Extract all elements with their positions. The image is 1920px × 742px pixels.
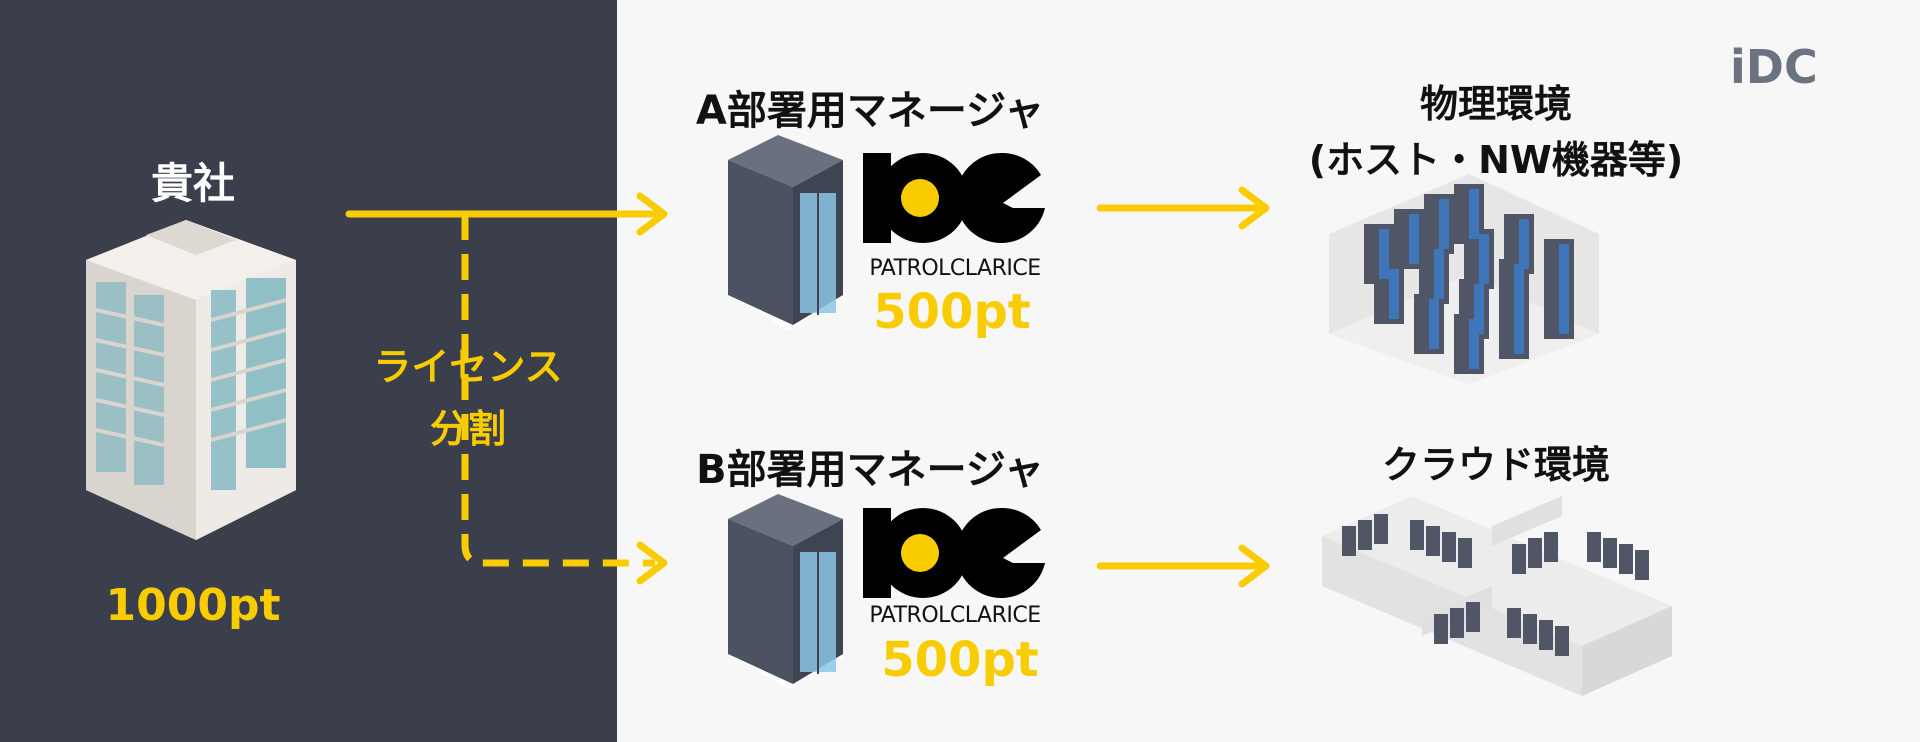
cloud-datacenter-icon [1322, 496, 1672, 696]
physical-env-title-line-1: 物理環境 [1419, 82, 1572, 126]
cloud-env-title: クラウド環境 [1381, 443, 1610, 487]
manager-a-points: 500pt [873, 284, 1031, 340]
idc-label: iDC [1730, 40, 1818, 94]
company-label: 貴社 [150, 159, 235, 208]
arrow-to-physical [1096, 186, 1270, 230]
patrolclarice-logo [863, 507, 1045, 598]
company-points: 1000pt [105, 580, 281, 631]
physical-env-title: 物理環境 (ホスト・NW機器等) [1280, 76, 1712, 188]
server-rack-icon [728, 135, 848, 330]
server-rack-icon [728, 494, 848, 689]
manager-b-points: 500pt [881, 632, 1039, 688]
license-split-label: ライセンス 分割 [368, 336, 568, 460]
manager-b-title: B部署用マネージャ [696, 447, 1044, 493]
manager-a-title: A部署用マネージャ [695, 88, 1045, 134]
patrolclarice-logo [863, 152, 1045, 243]
arrow-to-cloud [1096, 544, 1270, 588]
datacenter-icon [1329, 174, 1599, 384]
office-building-icon [86, 220, 296, 540]
dashed-arrow-to-b [461, 214, 668, 585]
brand-name: PATROLCLARICE [869, 256, 1041, 281]
brand-name: PATROLCLARICE [869, 603, 1041, 628]
arrow-to-a [345, 192, 668, 236]
physical-env-title-line-2: (ホスト・NW機器等) [1308, 138, 1684, 182]
split-label-line-2: 分割 [429, 407, 506, 451]
split-label-line-1: ライセンス [373, 345, 563, 389]
